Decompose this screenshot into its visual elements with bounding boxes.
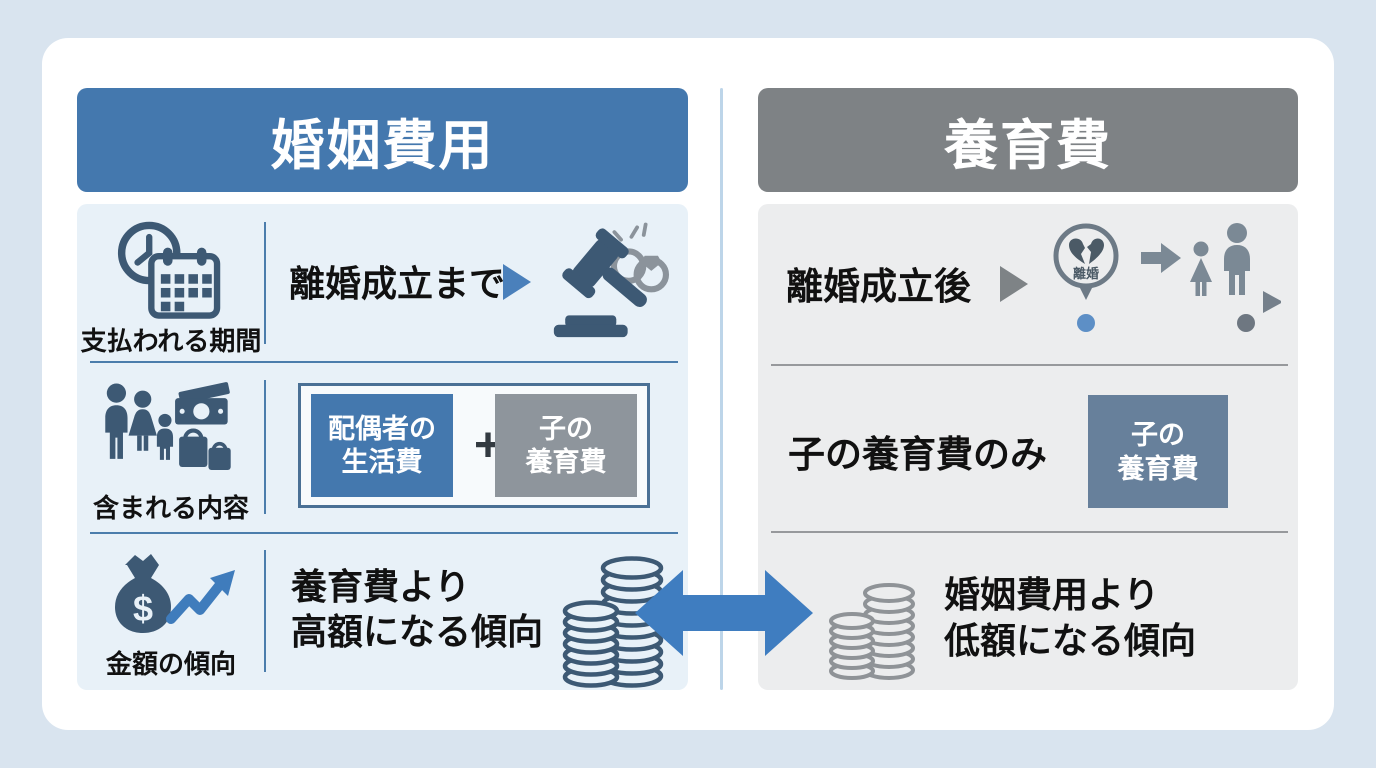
left-row3-text: 養育費より 高額になる傾向 — [291, 564, 543, 654]
child-box-line2: 養育費 — [525, 446, 607, 477]
dollar-symbol: $ — [133, 588, 153, 629]
right-row3-text: 婚姻費用より 低額になる傾向 — [944, 572, 1196, 664]
left-row2-label: 含まれる内容 — [92, 493, 249, 523]
left-panel-header: 婚姻費用 — [77, 88, 688, 192]
child-support-box-left: 子の 養育費 — [495, 394, 637, 497]
coins-small-icon — [829, 583, 915, 680]
right-row1-text: 離婚成立後 — [786, 266, 971, 307]
spouse-living-cost-box: 配偶者の 生活費 — [311, 394, 453, 497]
arrow-right-icon — [503, 264, 531, 300]
formula-box: 配偶者の 生活費 + 子の 養育費 — [298, 383, 650, 508]
left-panel-body: 支払われる期間 離婚成立まで — [77, 204, 688, 690]
right-box-line1: 子の — [1131, 419, 1185, 450]
left-row1-text: 離婚成立まで — [289, 263, 506, 304]
gavel-rings-icon — [553, 222, 670, 338]
right-row-separator-2 — [771, 531, 1288, 533]
spouse-box-line1: 配偶者の — [328, 413, 436, 444]
clock-calendar-icon — [117, 221, 221, 319]
panel-divider — [720, 88, 723, 690]
right-row3-line2: 低額になる傾向 — [944, 620, 1197, 661]
divorce-pin-label: 離婚 — [1073, 266, 1099, 281]
right-row-separator-1 — [771, 364, 1288, 366]
left-row3-line2: 高額になる傾向 — [291, 611, 544, 652]
comparison-card: 婚姻費用 養育費 支払われる期間 離婚成立まで — [42, 38, 1334, 730]
left-row1-divider — [264, 222, 266, 344]
arrow-right-icon-gray — [1000, 266, 1028, 302]
left-row-separator-1 — [90, 361, 678, 363]
family-expenses-icon — [105, 382, 231, 470]
double-arrow-icon — [635, 570, 813, 656]
money-bag-trend-icon: $ — [115, 554, 235, 633]
left-row-separator-2 — [90, 532, 678, 534]
right-panel-title: 養育費 — [944, 115, 1112, 176]
right-panel-body: 離婚成立後 離婚 — [758, 204, 1298, 690]
right-row2-text: 子の養育費のみ — [788, 434, 1047, 475]
divorce-timeline-icon: 離婚 — [1046, 223, 1281, 332]
left-row2-divider — [264, 380, 266, 514]
right-row3-line1: 婚姻費用より — [944, 574, 1160, 615]
right-box-line2: 養育費 — [1117, 453, 1199, 484]
left-row1-label: 支払われる期間 — [80, 326, 262, 356]
child-support-box-right: 子の 養育費 — [1088, 395, 1228, 508]
left-row3-line1: 養育費より — [291, 566, 471, 607]
left-row3-divider — [264, 550, 266, 672]
coins-tall-icon — [562, 556, 664, 688]
left-row3-label: 金額の傾向 — [105, 649, 236, 679]
spouse-box-line2: 生活費 — [341, 446, 423, 477]
child-box-line1: 子の — [539, 413, 593, 444]
right-panel-header: 養育費 — [758, 88, 1298, 192]
left-panel-title: 婚姻費用 — [270, 115, 495, 176]
